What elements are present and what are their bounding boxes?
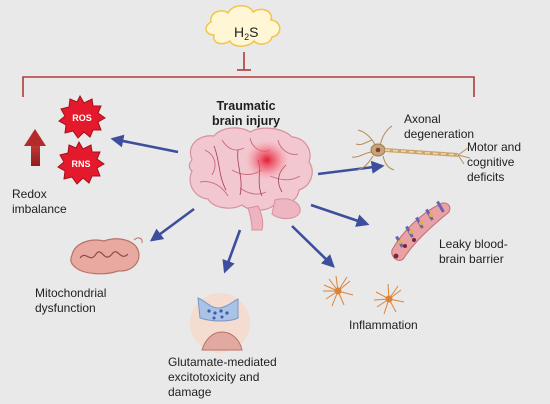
inflam-label: Inflammation bbox=[349, 318, 418, 332]
synapse-icon bbox=[190, 293, 250, 353]
effect-arrows bbox=[110, 134, 385, 274]
rns-badge bbox=[57, 140, 105, 185]
neuron-icon bbox=[351, 125, 471, 171]
arrow-to-axonal bbox=[317, 160, 385, 176]
mitochondrion-icon bbox=[70, 237, 143, 275]
microglia-icon bbox=[323, 275, 405, 315]
ros-badge bbox=[58, 94, 106, 139]
brain-icon bbox=[188, 127, 313, 231]
rns-label: RNS bbox=[71, 159, 90, 169]
center-title: Traumatic brain injury bbox=[211, 99, 281, 128]
arrow-to-inflam bbox=[291, 225, 335, 268]
increase-arrow-icon bbox=[24, 129, 46, 166]
bbb-label: Leaky blood-brain barrier bbox=[439, 237, 508, 266]
arrow-to-mito bbox=[149, 207, 195, 242]
h2s-label: H2S bbox=[234, 24, 259, 42]
ros-label: ROS bbox=[72, 113, 92, 123]
blood-vessel-icon bbox=[391, 200, 451, 261]
h2s-cloud bbox=[205, 5, 281, 47]
arrow-to-glut bbox=[222, 229, 242, 274]
arrow-to-bbb bbox=[310, 203, 370, 227]
inhibition-connector bbox=[22, 52, 475, 97]
arrow-to-ros bbox=[110, 134, 179, 154]
